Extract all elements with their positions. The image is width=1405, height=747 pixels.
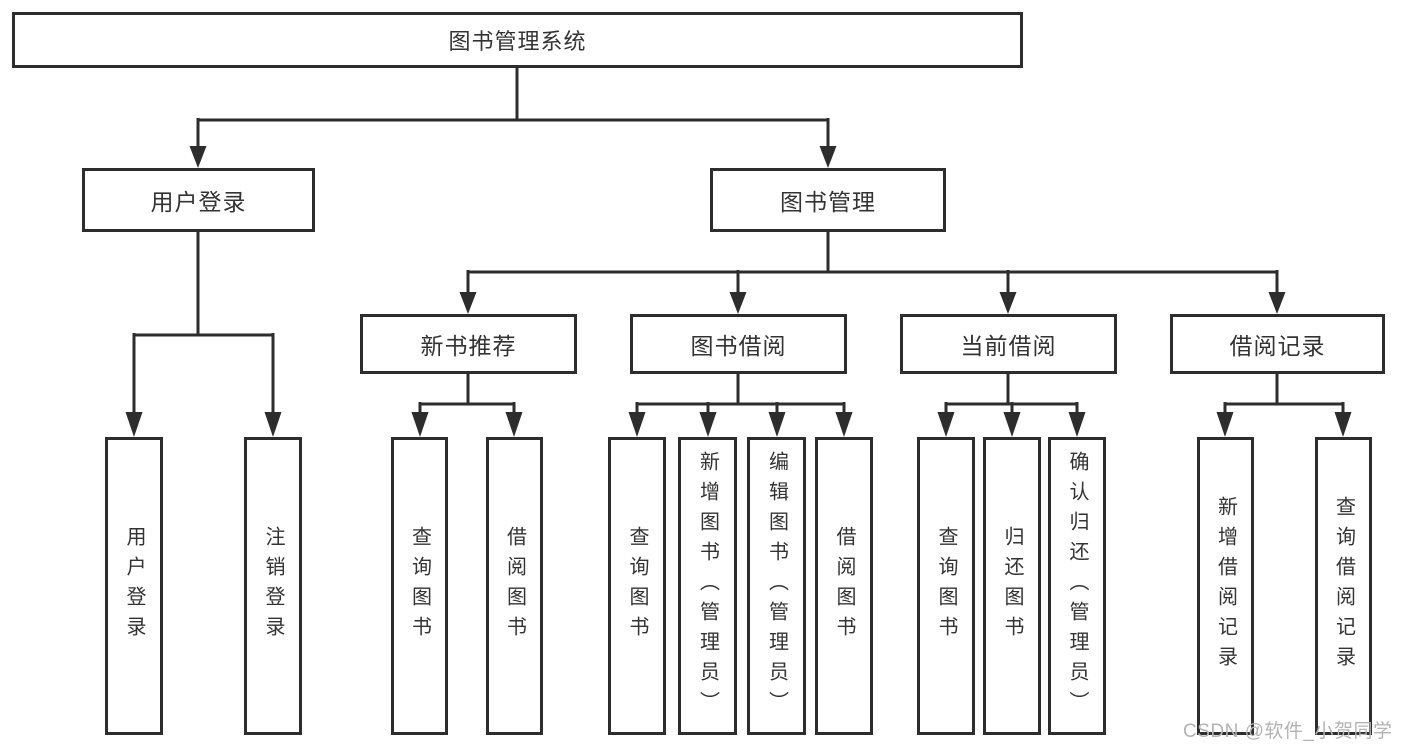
node-label: 查询图书 — [935, 526, 957, 646]
node-current-borrowing: 当前借阅 — [900, 314, 1117, 374]
node-label: 借阅图书 — [503, 526, 526, 646]
node-label: 用户登录 — [150, 189, 247, 215]
node-label: 查询图书 — [626, 526, 648, 646]
node-label: 当前借阅 — [960, 333, 1057, 359]
leaf-logout-login: 注销登录 — [244, 437, 302, 735]
leaf-borrow-books-recommend: 借阅图书 — [486, 437, 543, 735]
node-label: 新增借阅记录 — [1214, 496, 1237, 676]
node-label: 借阅记录 — [1229, 333, 1326, 359]
leaf-edit-books-admin: 编辑图书（管理员） — [747, 437, 806, 735]
leaf-user-login: 用户登录 — [105, 437, 163, 735]
watermark: CSDN @软件_小贺同学 — [1183, 721, 1393, 742]
node-book-borrowing: 图书借阅 — [630, 314, 847, 374]
connector-borrowing-records-to-leaves — [1216, 372, 1352, 437]
connector-new-book-recommendation-to-leaves — [411, 372, 523, 437]
leaf-query-borrow-record: 查询借阅记录 — [1315, 437, 1372, 735]
node-borrowing-records: 借阅记录 — [1170, 314, 1385, 374]
node-label: 新书推荐 — [420, 333, 517, 359]
node-label: 图书管理系统 — [448, 29, 587, 54]
leaf-add-borrow-record: 新增借阅记录 — [1197, 437, 1254, 735]
leaf-confirm-return-admin: 确认归还（管理员） — [1048, 437, 1106, 735]
node-label: 查询图书 — [408, 526, 431, 646]
node-label: 图书管理 — [780, 189, 876, 215]
connector-book-borrowing-to-leaves — [628, 372, 853, 437]
node-user-login: 用户登录 — [82, 168, 315, 232]
node-label: 确认归还（管理员） — [1066, 451, 1088, 721]
leaf-borrow-books: 借阅图书 — [815, 437, 873, 735]
connector-book-management-to-level3 — [459, 230, 1286, 314]
node-label: 图书借阅 — [690, 333, 787, 359]
node-label: 查询借阅记录 — [1332, 496, 1355, 676]
node-label: 借阅图书 — [833, 526, 855, 646]
node-book-management: 图书管理 — [710, 168, 946, 232]
leaf-add-books-admin: 新增图书（管理员） — [678, 437, 737, 735]
connector-root-to-level2 — [189, 66, 837, 168]
leaf-return-books: 归还图书 — [983, 437, 1041, 735]
leaf-query-books-current: 查询图书 — [917, 437, 975, 735]
connector-user-login-to-leaves — [125, 230, 282, 437]
leaf-query-books-recommend: 查询图书 — [391, 437, 448, 735]
leaf-query-books-borrowing: 查询图书 — [608, 437, 666, 735]
node-label: 新增图书（管理员） — [696, 451, 719, 721]
node-label: 编辑图书（管理员） — [765, 451, 788, 721]
node-label: 用户登录 — [123, 526, 145, 646]
node-new-book-recommendation: 新书推荐 — [360, 314, 577, 374]
connector-current-borrowing-to-leaves — [937, 372, 1086, 437]
node-label: 注销登录 — [262, 526, 284, 646]
node-library-management-system: 图书管理系统 — [12, 12, 1023, 68]
node-label: 归还图书 — [1001, 526, 1023, 646]
